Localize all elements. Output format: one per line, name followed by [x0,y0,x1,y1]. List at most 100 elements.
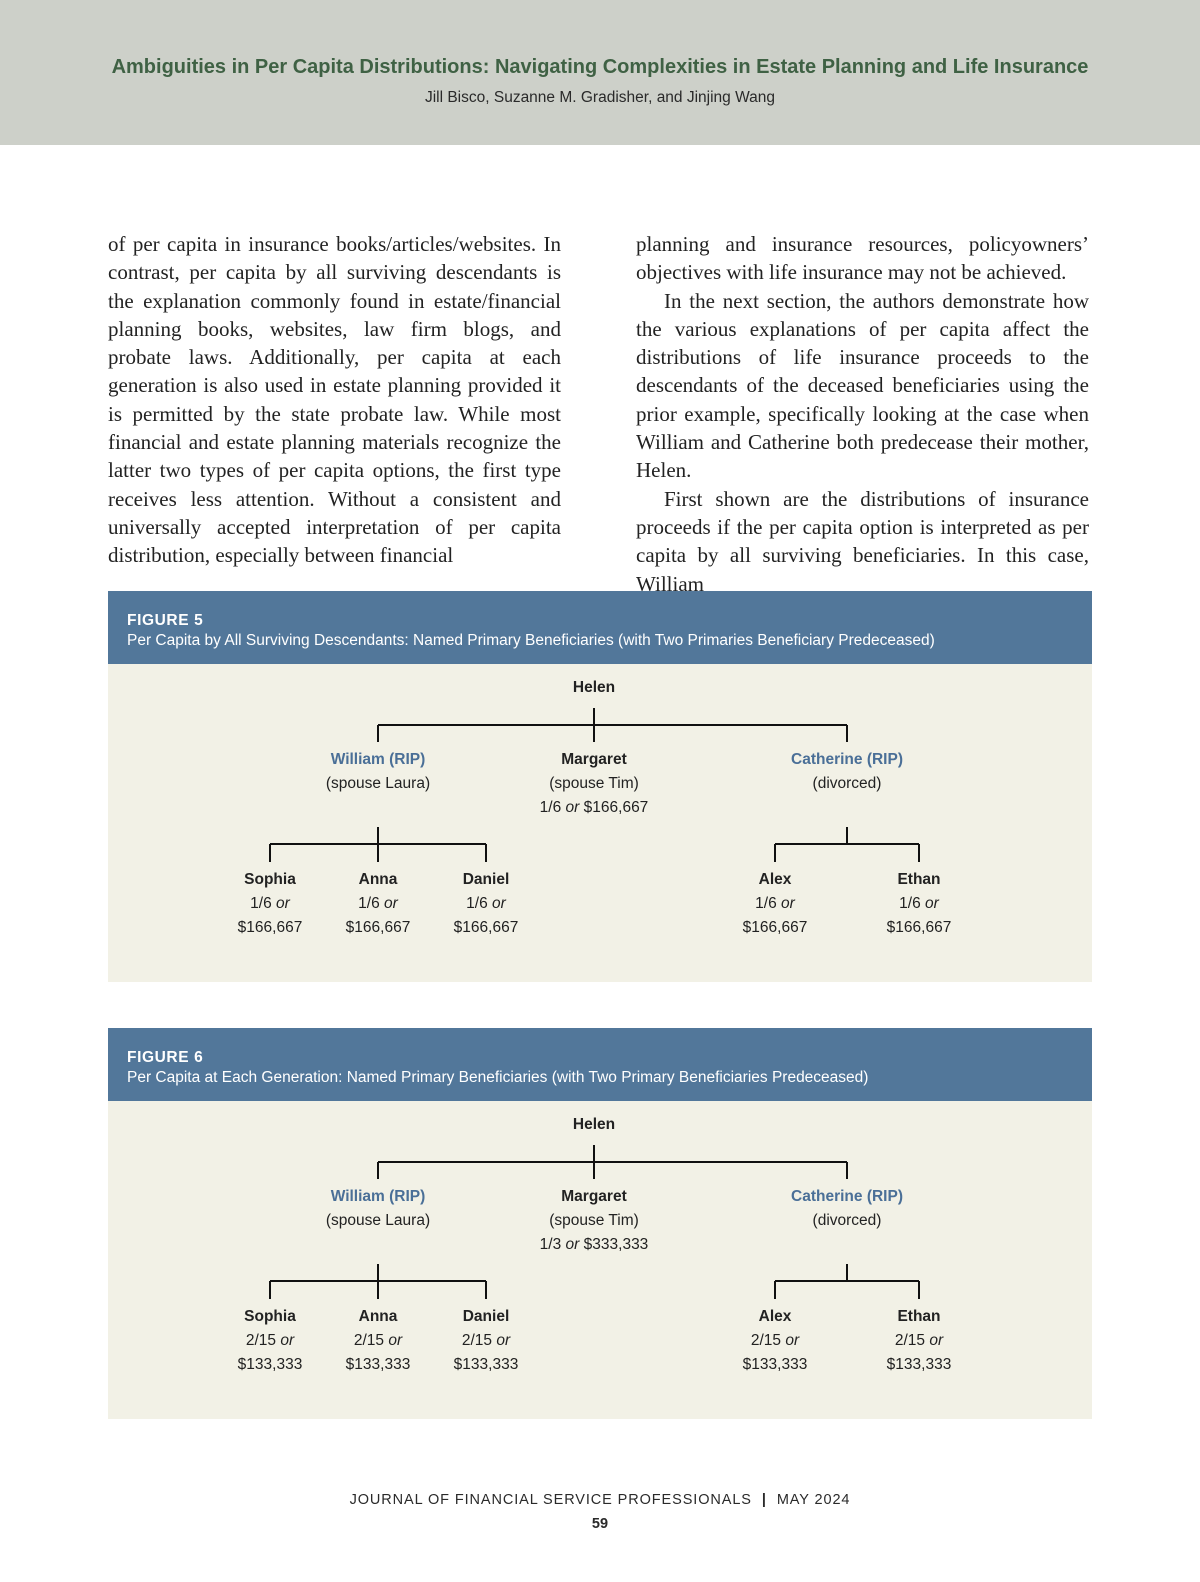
or-word: or [929,1332,944,1349]
person-name: Helen [572,679,616,696]
root-person: Helen [494,676,694,700]
or-word: or [565,1236,580,1253]
person-name: Anna [358,1308,398,1325]
figure-6: FIGURE 6 Per Capita at Each Generation: N… [108,1028,1092,1419]
grandchild: Sophia 1/6 or $166,667 [218,868,322,940]
person-name: Daniel [462,871,510,888]
person-name: Sophia [244,871,296,888]
child-margaret: Margaret(spouse Tim)1/3 or $333,333 [494,1185,694,1257]
share-amount: $133,333 [886,1356,952,1373]
or-word: or [565,799,580,816]
footer-journal-line: JOURNAL OF FINANCIAL SERVICE PROFESSIONA… [0,1492,1200,1508]
person-name: Catherine (RIP) [791,1188,903,1205]
person-name: William (RIP) [330,1188,426,1205]
or-word: or [496,1332,511,1349]
child-catherine: Catherine (RIP) (divorced) [747,1185,947,1233]
share-fraction: 2/15 [353,1332,385,1349]
share-fraction: 1/6 [358,895,380,912]
child-william: William (RIP) (spouse Laura) [278,1185,478,1233]
person-name: William (RIP) [330,751,426,768]
person-name: Sophia [244,1308,296,1325]
issue-date: MAY 2024 [776,1492,851,1508]
person-name: Anna [358,871,398,888]
figure-caption: Per Capita at Each Generation: Named Pri… [127,1069,869,1086]
share-amount: $166,667 [237,919,303,936]
child-william: William (RIP) (spouse Laura) [278,748,478,796]
person-note: (spouse Laura) [325,775,431,792]
share-amount: $133,333 [453,1356,519,1373]
person-note: (spouse Laura) [325,1212,431,1229]
child-catherine: Catherine (RIP) (divorced) [747,748,947,796]
root-person: Helen [494,1113,694,1137]
or-word: or [280,1332,295,1349]
share-amount: $166,667 [886,919,952,936]
share-fraction: 1/3 [539,1236,562,1253]
share-line: 1/6 or [434,892,538,916]
person-name: Margaret [561,1188,627,1205]
figure-caption: Per Capita by All Surviving Descendants:… [127,632,935,649]
share-amount: $133,333 [742,1356,808,1373]
body-paragraph: First shown are the distributions of ins… [636,486,1089,596]
person-name: Helen [572,1116,616,1133]
share-amount: $166,667 [583,799,649,816]
figure-5: FIGURE 5 Per Capita by All Surviving Desc… [108,591,1092,982]
article-authors: Jill Bisco, Suzanne M. Gradisher, and Ji… [424,89,776,106]
share-line: 2/15 or [723,1329,827,1353]
figure-number: FIGURE 6 [127,1049,204,1066]
article-title: Ambiguities in Per Capita Distributions:… [111,56,1089,78]
share-fraction: 2/15 [461,1332,493,1349]
share-amount: $166,667 [345,919,411,936]
or-word: or [781,895,795,912]
grandchild: Sophia 2/15 or $133,333 [218,1305,322,1377]
body-paragraph: planning and insurance resources, policy… [636,232,1089,285]
or-word: or [276,895,290,912]
journal-name: JOURNAL OF FINANCIAL SERVICE PROFESSIONA… [349,1492,752,1508]
share-amount: $166,667 [742,919,808,936]
tree-connectors [269,708,920,862]
grandchild: Ethan 2/15 or $133,333 [867,1305,971,1377]
tree-connectors [269,1145,920,1299]
share-fraction: 1/6 [899,895,921,912]
share-fraction: 1/6 [466,895,488,912]
running-header [0,0,1200,145]
share-fraction: 2/15 [245,1332,277,1349]
share-line: 1/6 or $166,667 [494,796,694,820]
share-line: 2/15 or [867,1329,971,1353]
person-name: Daniel [462,1308,510,1325]
share-line: 1/6 or [218,892,322,916]
figure-header: FIGURE 5 Per Capita by All Surviving Desc… [108,591,1092,664]
body-column-right: planning and insurance resources, policy… [636,230,1089,598]
person-name: Ethan [897,1308,941,1325]
person-name: Margaret [561,751,627,768]
footer-separator: | [761,1492,767,1508]
body-column-left: of per capita in insurance books/article… [108,230,561,570]
share-fraction: 1/6 [539,799,562,816]
person-note: (divorced) [812,1212,882,1229]
person-name: Ethan [897,871,941,888]
child-margaret: Margaret (spouse Tim) 1/6 or $166,667 [494,748,694,820]
grandchild: Daniel 2/15 or $133,333 [434,1305,538,1377]
share-fraction: 2/15 [750,1332,782,1349]
figure-number: FIGURE 5 [127,612,204,629]
figure-header: FIGURE 6 Per Capita at Each Generation: N… [108,1028,1092,1101]
share-line: 2/15 or [218,1329,322,1353]
person-note: (spouse Tim) [549,775,639,792]
body-paragraph: of per capita in insurance books/article… [108,232,561,568]
share-fraction: 2/15 [894,1332,926,1349]
page-number: 59 [591,1516,609,1532]
share-fraction: 1/6 [250,895,272,912]
grandchild: Ethan 1/6 or $166,667 [867,868,971,940]
person-note: (divorced) [812,775,882,792]
share-line: 2/15 or [326,1329,430,1353]
share-line: 1/6 or [867,892,971,916]
body-paragraph: In the next section, the authors demonst… [636,288,1089,483]
share-amount: $133,333 [237,1356,303,1373]
person-name: Catherine (RIP) [791,751,903,768]
